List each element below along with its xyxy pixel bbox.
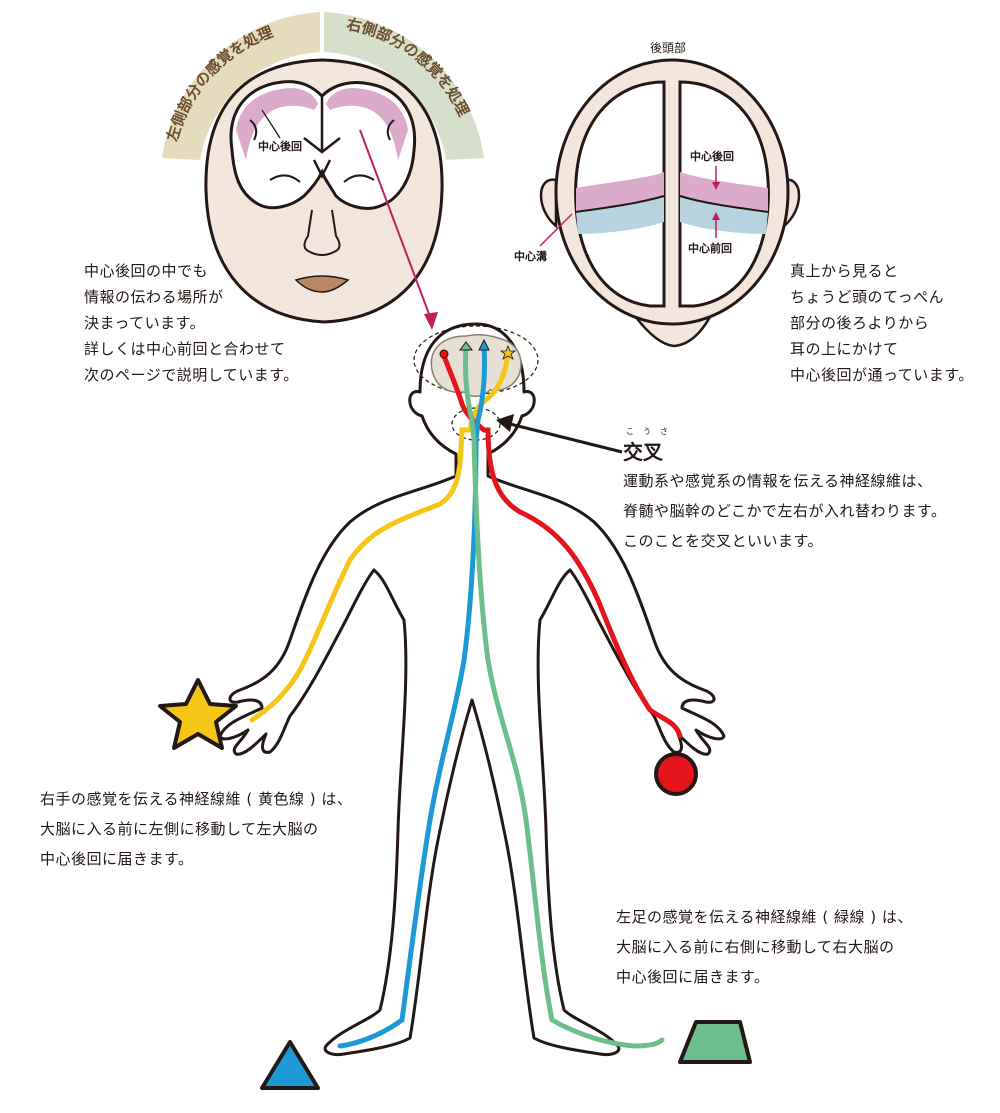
front-gyrus-label: 中心後回 bbox=[258, 139, 302, 153]
yellow-nerve-note: 右手の感覚を伝える神経線維 ( 黄色線 ) は、 大脳に入る前に左側に移動して左… bbox=[40, 784, 352, 874]
left-note: 中心後回の中でも 情報の伝わる場所が 決まっています。 詳しくは中心前回と合わせ… bbox=[84, 258, 299, 388]
crossing-title: 交叉 bbox=[623, 436, 663, 465]
top-precentral-label: 中心前回 bbox=[688, 241, 732, 255]
top-sulcus-label: 中心溝 bbox=[514, 249, 547, 263]
top-postcentral-label: 中心後回 bbox=[690, 149, 734, 163]
crossing-body: 運動系や感覚系の情報を伝える神経線維は、 脊髄や脳幹のどこかで左右が入れ替わりま… bbox=[623, 466, 947, 556]
crossing-pointer bbox=[510, 424, 622, 452]
circle-icon bbox=[656, 754, 696, 794]
top-head-illustration: 後頭部 中心後回 中心前回 中心溝 bbox=[514, 40, 799, 346]
trapezoid-icon bbox=[680, 1022, 750, 1062]
right-note: 真上から見ると ちょうど頭のてっぺん 部分の後ろよりから 耳の上にかけて 中心後… bbox=[790, 258, 974, 388]
top-head-title: 後頭部 bbox=[650, 40, 686, 55]
green-nerve-note: 左足の感覚を伝える神経線維 ( 緑線 ) は、 大脳に入る前に右側に移動して右大… bbox=[616, 902, 913, 992]
triangle-icon bbox=[262, 1042, 318, 1088]
